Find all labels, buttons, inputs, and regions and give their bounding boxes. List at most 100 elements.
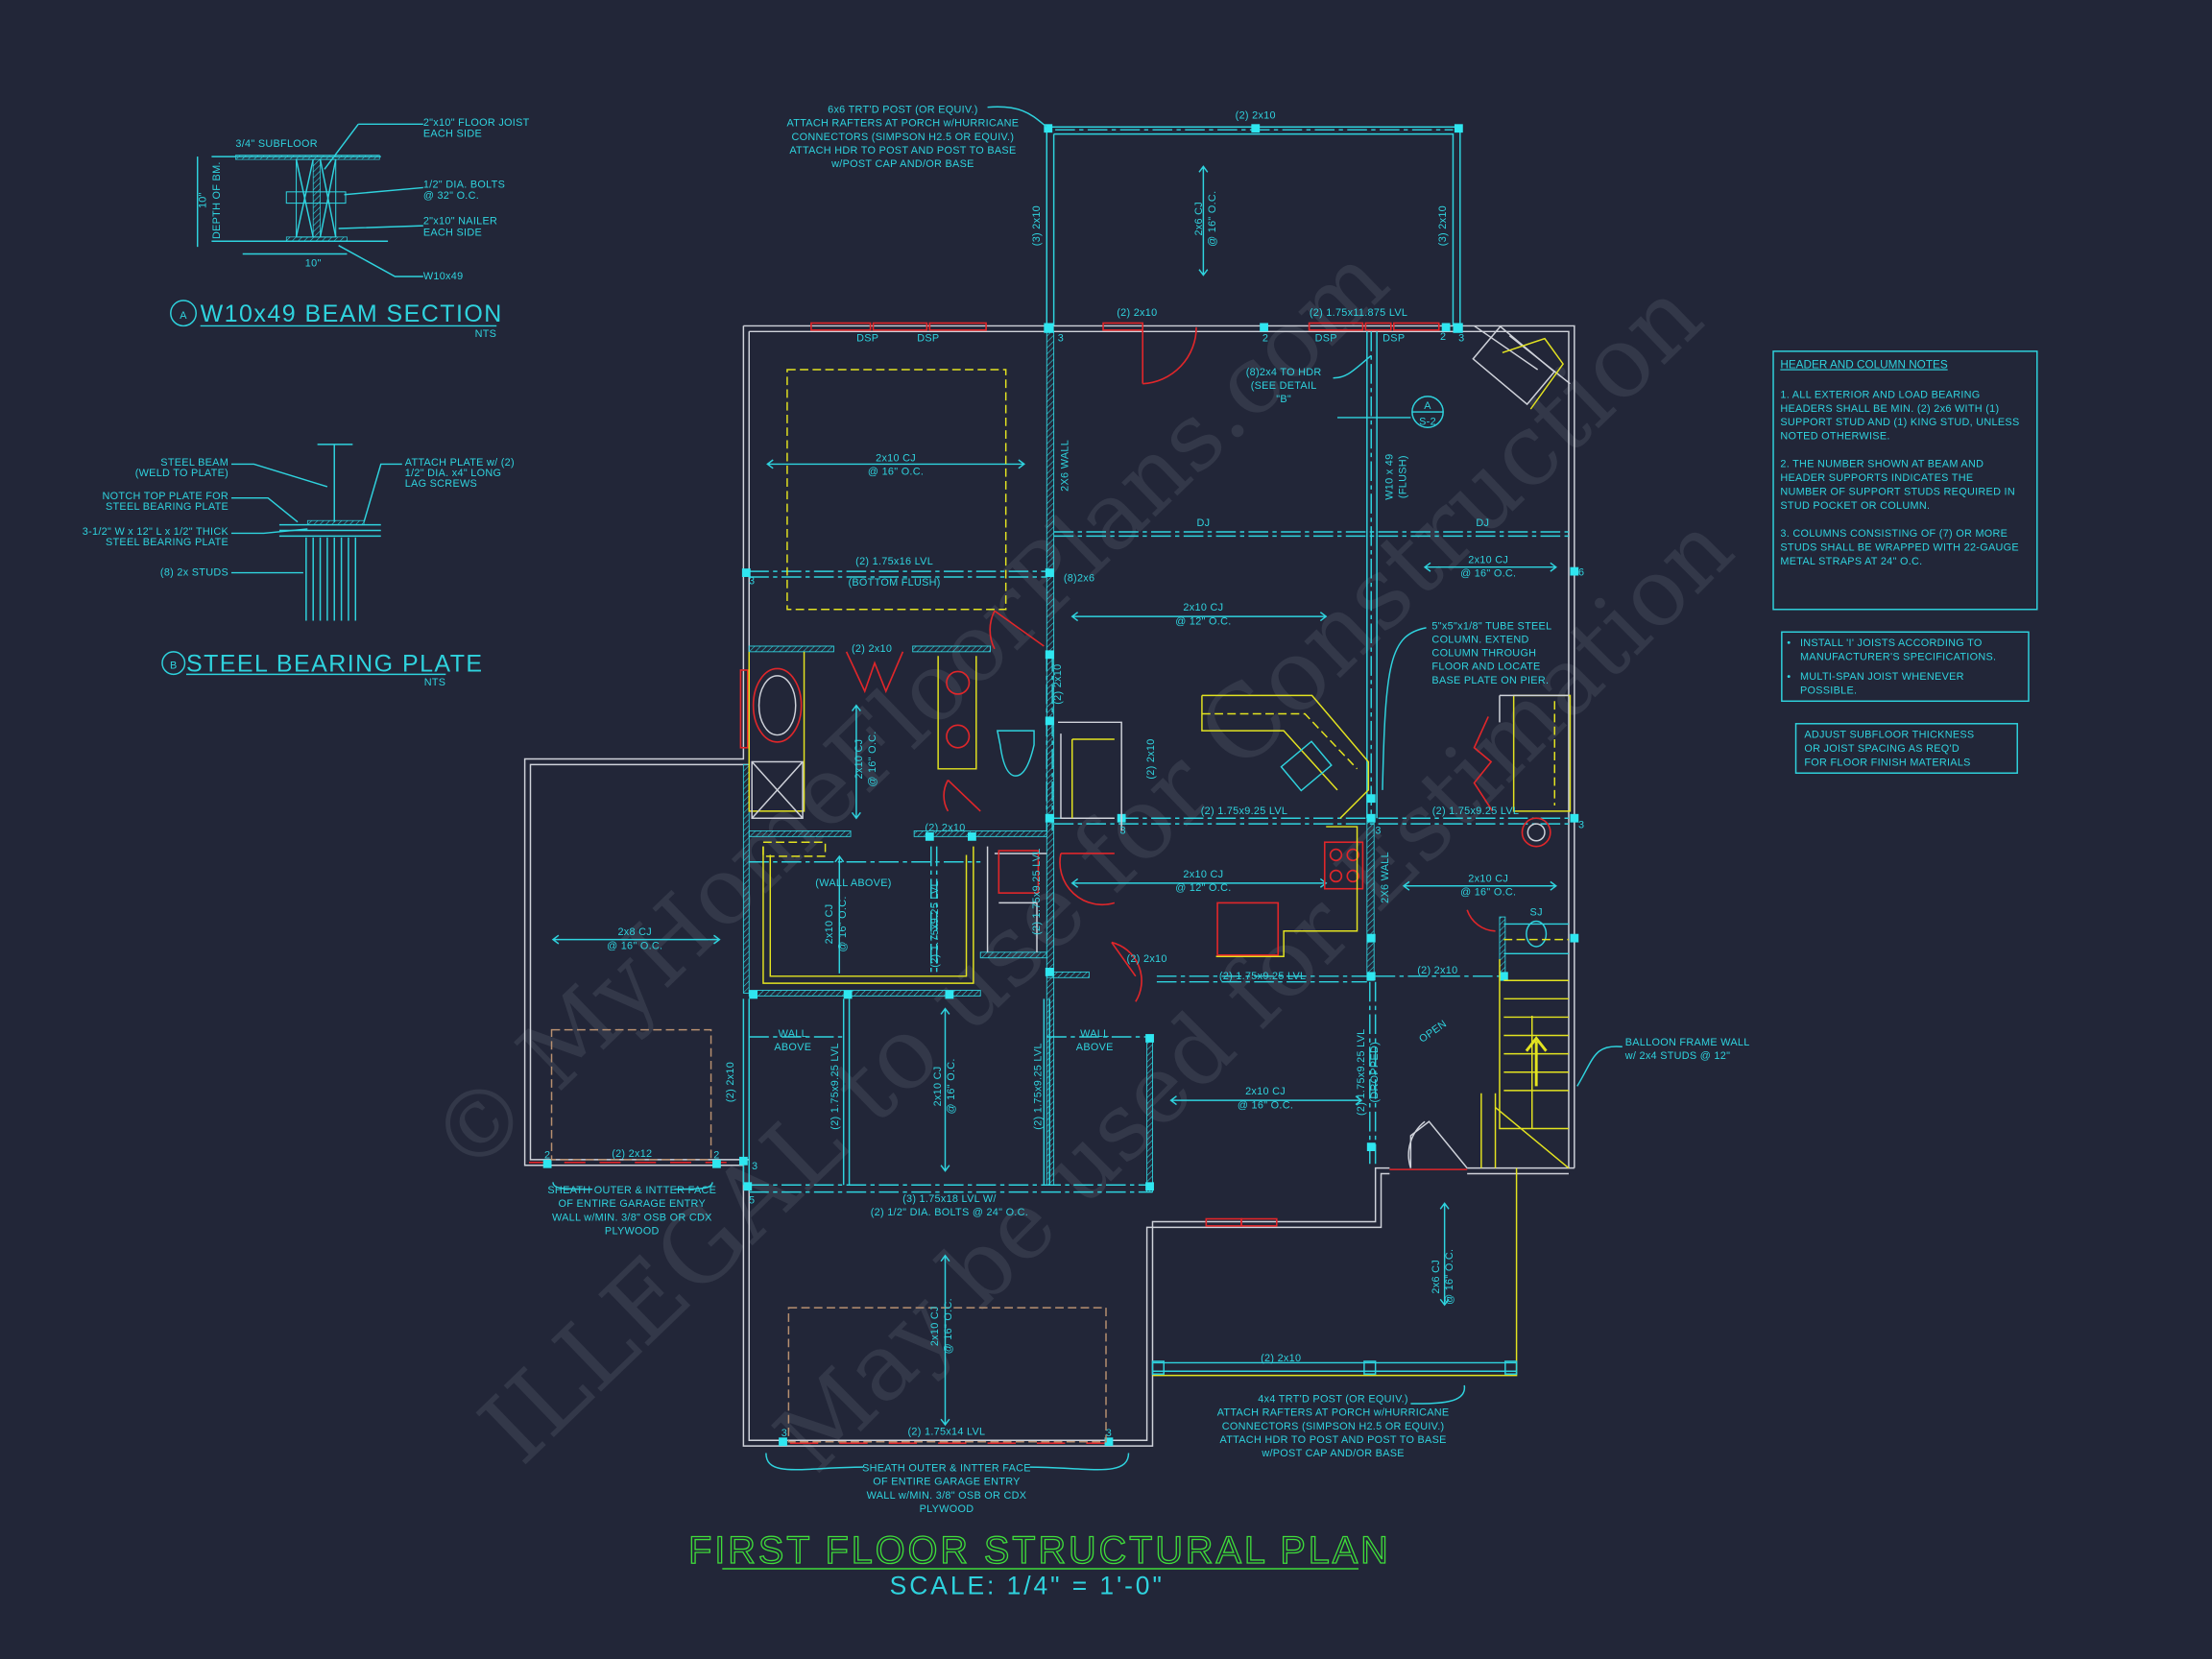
plan-label: 6x6 TRT'D POST (OR EQUIV.)ATTACH RAFTERS… — [787, 105, 1020, 170]
detail-a-nts: NTS — [475, 328, 497, 340]
drawing-scale: SCALE: 1/4" = 1'-0" — [890, 1571, 1165, 1599]
label-line: ABOVE — [774, 1042, 811, 1053]
detail-marker-letter: B — [170, 660, 178, 671]
label-line: 2x10 CJ — [932, 1066, 944, 1106]
plan-label: (8) 2x STUDS — [160, 567, 228, 579]
plan-label: (3) 1.75x18 LVL W/(2) 1/2" DIA. BOLTS @ … — [871, 1193, 1028, 1218]
label-line: BASE PLATE ON PIER. — [1431, 675, 1549, 686]
label-line: PLYWOOD — [605, 1225, 660, 1237]
label-line: CONNECTORS (SIMPSON H2.5 OR EQUIV.) — [1222, 1421, 1445, 1432]
label-line: w/POST CAP AND/OR BASE — [830, 158, 974, 170]
label-line: 2x10 CJ — [854, 739, 865, 780]
label-line: 2"x10" FLOOR JOIST — [423, 117, 530, 129]
label-line: 3-1/2" W x 12" L x 1/2" THICK — [83, 526, 229, 538]
plan-label: (8)2x6 — [1064, 572, 1095, 584]
plan-label: DSP — [1382, 333, 1405, 345]
label-line: STUDS SHALL BE WRAPPED WITH 22-GAUGE — [1780, 541, 2019, 553]
label-line: ATTACH PLATE w/ (2) — [405, 457, 515, 469]
label-line: 2x10 CJ — [876, 452, 916, 464]
plan-label: (2) 2x10 — [1127, 953, 1167, 965]
label-line: @ 16" O.C. — [837, 896, 849, 951]
label-line: 2x10 CJ — [929, 1306, 941, 1346]
exterior-walls — [523, 325, 1575, 1447]
plan-label: W10x49 — [423, 271, 464, 282]
plan-label: 3 — [1058, 333, 1064, 345]
label-line: w/POST CAP AND/OR BASE — [1261, 1448, 1405, 1459]
plan-label: (2) 1.75x11.875 LVL — [1310, 307, 1407, 319]
plan-label: 2 — [1262, 333, 1268, 345]
label-line: METAL STRAPS AT 24" O.C. — [1780, 556, 1922, 567]
label-line: 1/2" DIA. x4" LONG — [405, 468, 502, 479]
plan-label: (2) 2x10 — [725, 1062, 736, 1102]
detail-b-steel-bearing-plate: B STEEL BEARING PLATE NTS STEEL BEAM(WEL… — [83, 444, 515, 688]
plan-label: (2) 1.75x9.25 LVL — [1432, 805, 1520, 817]
plan-label: 4x4 TRT'D POST (OR EQUIV.)ATTACH RAFTERS… — [1217, 1394, 1450, 1459]
plan-label: (2) 2x10 — [852, 643, 892, 655]
label-line: LAG SCREWS — [405, 478, 477, 490]
label-line: SHEATH OUTER & INTTER FACE — [862, 1463, 1031, 1475]
label-line: STEEL BEARING PLATE — [106, 501, 228, 513]
plan-label: 2 — [544, 1149, 550, 1161]
label-line: OF ENTIRE GARAGE ENTRY — [873, 1477, 1021, 1488]
section-letter: A — [1424, 400, 1431, 412]
label-line: @ 16" O.C. — [946, 1058, 957, 1114]
posts — [542, 323, 1579, 1447]
label-line: NOTED OTHERWISE. — [1780, 431, 1889, 443]
plan-label: 2x10 CJ@ 16" O.C. — [932, 1058, 957, 1114]
label-line: ATTACH RAFTERS AT PORCH w/HURRICANE — [1217, 1407, 1450, 1419]
plan-label: 2x10 CJ@ 12" O.C. — [1175, 602, 1231, 627]
label-line: (3) 1.75x18 LVL W/ — [902, 1193, 997, 1205]
plan-label: 2x10 CJ@ 12" O.C. — [1175, 869, 1231, 894]
front-porch — [1151, 1167, 1518, 1405]
label-line: @ 16" O.C. — [1460, 886, 1516, 898]
staircase — [1480, 959, 1570, 1169]
label-line: @ 16" O.C. — [868, 467, 924, 478]
label-line: (SEE DETAIL — [1251, 380, 1317, 392]
label-line: @ 16" O.C. — [1444, 1249, 1455, 1305]
label-line: @ 16" O.C. — [1460, 567, 1516, 579]
plan-label: (2) 2x10 — [1145, 738, 1157, 779]
plan-label: (2) 1.75x9.25 LVL — [830, 1043, 841, 1130]
label-line: 2x6 CJ — [1193, 202, 1205, 236]
label-line: COLUMN THROUGH — [1431, 648, 1536, 660]
label-line: WALL w/MIN. 3/8" OSB OR CDX — [552, 1212, 712, 1223]
label-line: 2x10 CJ — [1183, 869, 1223, 880]
plan-label: 2x6 CJ@ 16" O.C. — [1193, 191, 1218, 247]
drawing-title: FIRST FLOOR STRUCTURAL PLAN — [688, 1529, 1391, 1572]
label-line: NUMBER OF SUPPORT STUDS REQUIRED IN — [1780, 486, 2015, 497]
label-line: SUPPORT STUD AND (1) KING STUD, UNLESS — [1780, 417, 2019, 428]
plan-label: 3 — [1458, 333, 1464, 345]
detail-a-beam-section: A W10x49 BEAM SECTION NTS 3/4" SUBFLOOR2… — [170, 117, 530, 340]
label-line: ATTACH HDR TO POST AND POST TO BASE — [789, 145, 1016, 156]
plan-label: (8)2x4 TO HDR(SEE DETAIL"B" — [1246, 367, 1322, 405]
plan-label: DSP — [856, 333, 878, 345]
plan-label: 2x10 CJ@ 16" O.C. — [824, 896, 849, 951]
plan-label: 2 — [713, 1149, 719, 1161]
label-line: FOR FLOOR FINISH MATERIALS — [1804, 757, 1970, 768]
plan-label: (3) 2x10 — [1437, 205, 1449, 246]
label-line: WALL — [779, 1028, 807, 1040]
plan-label: SJ — [1530, 907, 1543, 919]
joist-span-arrows — [551, 459, 1557, 1427]
plan-label: 3/4" SUBFLOOR — [235, 138, 318, 150]
label-line: HEADER SUPPORTS INDICATES THE — [1780, 472, 1973, 484]
label-line: w/ 2x4 STUDS @ 12" — [1624, 1050, 1731, 1062]
plan-label: (2) 1.75x9.25 LVL — [929, 880, 941, 968]
plan-label: 1/2" DIA. BOLTS@ 32" O.C. — [423, 179, 505, 202]
plan-label: 3 — [1375, 825, 1381, 836]
label-line: ATTACH RAFTERS AT PORCH w/HURRICANE — [787, 118, 1020, 130]
section-marker: A S-2 — [1336, 396, 1444, 428]
label-line: CONNECTORS (SIMPSON H2.5 OR EQUIV.) — [792, 132, 1015, 143]
plan-label: 2x10 CJ@ 16" O.C. — [1460, 873, 1516, 898]
label-line: PLYWOOD — [920, 1503, 974, 1515]
